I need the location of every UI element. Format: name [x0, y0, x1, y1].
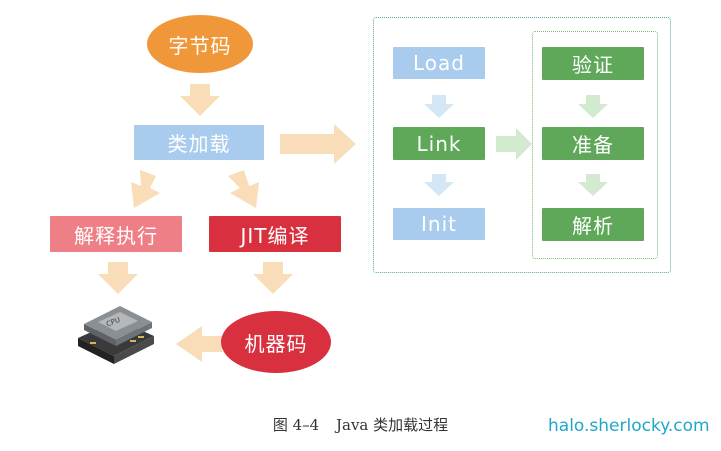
init-node: Init	[393, 208, 485, 240]
arrow-link-to-verify-group	[496, 128, 532, 160]
load-label: Load	[413, 51, 465, 75]
arrow-loading-to-interpret	[131, 170, 160, 208]
verify-node: 验证	[542, 47, 644, 80]
interpret-node: 解释执行	[50, 216, 182, 252]
arrow-load-to-link	[424, 95, 454, 118]
cpu-chip-icon: CPU	[78, 306, 154, 364]
interpret-label: 解释执行	[74, 223, 158, 248]
jit-label: JIT编译	[240, 223, 310, 248]
watermark: halo.sherlocky.com	[548, 416, 710, 436]
bytecode-node: 字节码	[147, 15, 253, 73]
machine-code-label: 机器码	[244, 331, 308, 356]
figure-number: 图 4–4	[272, 416, 320, 434]
link-detail-box	[532, 31, 658, 259]
resolve-node: 解析	[542, 208, 644, 241]
prepare-node: 准备	[542, 127, 644, 160]
arrow-verify-to-prepare	[578, 95, 608, 118]
init-label: Init	[421, 212, 457, 236]
link-label: Link	[416, 131, 462, 156]
bytecode-label: 字节码	[168, 33, 232, 58]
arrow-interpret-to-cpu	[98, 262, 138, 294]
figure-title: Java 类加载过程	[335, 416, 449, 434]
load-node: Load	[393, 47, 485, 79]
arrow-jit-to-machine	[253, 262, 293, 294]
arrow-loading-to-jit	[228, 170, 259, 208]
jit-node: JIT编译	[209, 216, 341, 252]
verify-label: 验证	[572, 53, 614, 77]
class-loading-label: 类加载	[167, 132, 231, 156]
prepare-label: 准备	[572, 133, 614, 157]
class-loading-detail-box	[373, 17, 671, 273]
resolve-label: 解析	[572, 214, 614, 238]
machine-code-node: 机器码	[221, 311, 331, 373]
figure-caption: 图 4–4 Java 类加载过程	[0, 414, 721, 435]
arrow-prepare-to-resolve	[578, 174, 608, 196]
arrow-machine-to-cpu	[176, 326, 222, 362]
arrow-loading-to-detail	[280, 124, 356, 164]
class-loading-node: 类加载	[134, 125, 264, 160]
arrow-link-to-init	[424, 174, 454, 196]
link-node: Link	[393, 127, 485, 160]
arrow-bytecode-to-loading	[180, 84, 220, 116]
